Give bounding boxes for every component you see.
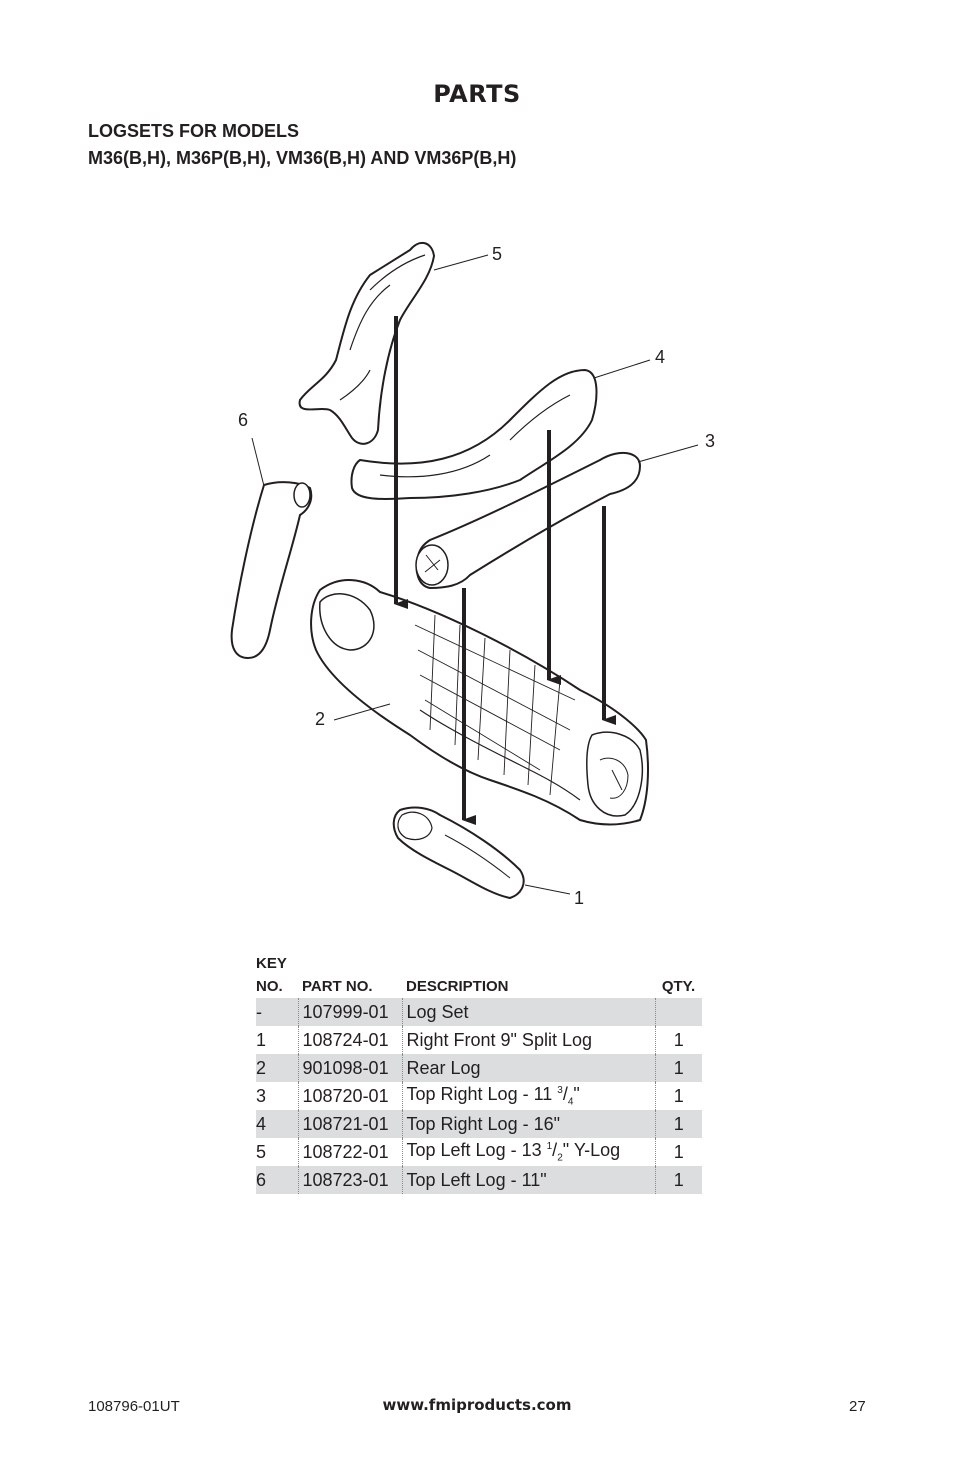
table-row: - 107999-01 Log Set — [256, 998, 702, 1026]
fraction-numerator: 1 — [546, 1141, 553, 1153]
leader-1 — [524, 884, 571, 895]
qty-cell — [654, 998, 702, 1026]
description-cell: Right Front 9" Split Log — [401, 1026, 655, 1054]
description-cell: Log Set — [401, 998, 655, 1026]
table-row: 3 108720-01 Top Right Log - 11 3/4" 1 — [256, 1082, 702, 1110]
header-qty-label: QTY. — [661, 978, 696, 995]
description-text-end: " Y-Log — [562, 1140, 621, 1161]
key-cell: 2 — [256, 1054, 298, 1082]
part-cell: 901098-01 — [297, 1054, 402, 1082]
header-no-label: NO. — [256, 978, 283, 995]
fraction-denominator: 4 — [567, 1096, 574, 1108]
callout-6: 6 — [238, 410, 249, 430]
log-2-shape — [310, 579, 649, 826]
callout-2: 2 — [315, 709, 326, 729]
log-4-shape — [350, 369, 598, 500]
callout-1: 1 — [574, 888, 585, 908]
models-heading: M36(B,H), M36P(B,H), VM36(B,H) AND VM36P… — [88, 148, 517, 168]
part-cell: 107999-01 — [297, 998, 402, 1026]
part-cell: 108723-01 — [297, 1166, 402, 1194]
table-row: 4 108721-01 Top Right Log - 16" 1 — [256, 1110, 702, 1138]
fraction-numerator: 3 — [557, 1085, 563, 1097]
key-cell: - — [256, 998, 298, 1026]
callout-3: 3 — [705, 431, 716, 451]
parts-table: KEY NO. PART NO. DESCRIPTION QTY. - 1079… — [256, 952, 702, 1194]
qty-cell: 1 — [654, 1026, 702, 1054]
document-number: 108796-01UT — [88, 1398, 180, 1415]
part-cell: 108724-01 — [297, 1026, 402, 1054]
leader-3 — [637, 444, 699, 463]
description-text: Top Right Log - 11 — [406, 1084, 558, 1105]
table-row: 1 108724-01 Right Front 9" Split Log 1 — [256, 1026, 702, 1054]
description-cell: Top Left Log - 11" — [401, 1166, 655, 1194]
table-row: 5 108722-01 Top Left Log - 13 1/2" Y-Log… — [256, 1138, 702, 1166]
header-description-label: DESCRIPTION — [406, 978, 509, 995]
part-cell: 108721-01 — [297, 1110, 402, 1138]
leader-2 — [333, 703, 391, 721]
log-5-shape — [298, 241, 435, 445]
description-cell: Rear Log — [401, 1054, 655, 1082]
header-part-label: PART NO. — [302, 978, 373, 995]
page-title: PARTS — [433, 80, 521, 108]
callout-5: 5 — [492, 244, 503, 264]
leader-4 — [593, 359, 651, 379]
key-cell: 3 — [256, 1085, 267, 1106]
qty-cell: 1 — [654, 1110, 702, 1138]
description-cell: Top Left Log - 13 1/2" Y-Log — [401, 1138, 655, 1166]
part-cell: 108722-01 — [297, 1138, 402, 1166]
website-link[interactable]: www.fmiproducts.com — [382, 1396, 572, 1414]
table-row: 6 108723-01 Top Left Log - 11" 1 — [256, 1166, 702, 1194]
key-cell: 6 — [256, 1166, 298, 1194]
key-cell: 1 — [256, 1029, 267, 1050]
leader-5 — [433, 254, 489, 271]
description-text-end: " — [573, 1084, 580, 1105]
header-key-label: KEY — [256, 955, 287, 972]
qty-cell: 1 — [654, 1138, 702, 1166]
table-row: 2 901098-01 Rear Log 1 — [256, 1054, 702, 1082]
logset-exploded-diagram — [220, 230, 720, 910]
table-header-row-1: KEY — [256, 952, 702, 975]
log-6-shape — [230, 481, 313, 659]
description-cell: Top Right Log - 16" — [401, 1110, 655, 1138]
key-cell: 4 — [256, 1110, 298, 1138]
log-3-end — [415, 544, 449, 586]
qty-cell: 1 — [654, 1166, 702, 1194]
part-cell: 108720-01 — [297, 1082, 402, 1110]
qty-cell: 1 — [654, 1082, 702, 1110]
qty-cell: 1 — [654, 1054, 702, 1082]
fraction-denominator: 2 — [557, 1152, 563, 1164]
description-cell: Top Right Log - 11 3/4" — [401, 1082, 655, 1110]
page-number: 27 — [849, 1398, 866, 1415]
callout-4: 4 — [655, 347, 666, 367]
description-text: Top Left Log - 13 — [406, 1140, 547, 1161]
leader-6 — [251, 437, 265, 487]
table-header-row-2: NO. PART NO. DESCRIPTION QTY. — [256, 975, 702, 998]
key-cell: 5 — [256, 1141, 267, 1162]
section-heading: LOGSETS FOR MODELS — [88, 121, 300, 141]
